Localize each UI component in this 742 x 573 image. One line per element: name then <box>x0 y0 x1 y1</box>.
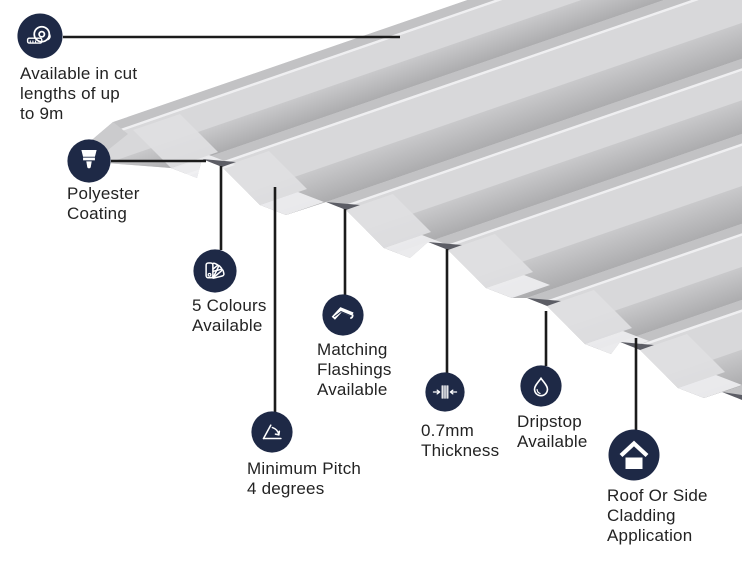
edge-valley-strips <box>171 155 742 398</box>
label-line: Flashings <box>317 360 392 379</box>
house-icon <box>608 429 660 481</box>
feature-label: Available in cut lengths of up to 9m <box>20 64 137 124</box>
label-line: Available <box>517 432 588 451</box>
paintbrush-icon <box>67 139 111 183</box>
label-line: Coating <box>67 204 127 223</box>
feature-label: 0.7mm Thickness <box>421 421 499 461</box>
callout-lines <box>63 35 638 430</box>
feature-label: 5 Colours Available <box>192 296 267 336</box>
feature-label: Matching Flashings Available <box>317 340 392 400</box>
flashing-icon <box>322 294 364 336</box>
label-line: Roof Or Side <box>607 486 708 505</box>
label-line: Available <box>317 380 388 399</box>
label-line: Minimum Pitch <box>247 459 362 478</box>
label-line: 4 degrees <box>247 479 325 498</box>
feature-label: Dripstop Available <box>517 412 587 452</box>
label-line: to 9m <box>20 104 64 123</box>
label-line: Dripstop <box>517 412 582 431</box>
label-line: Polyester <box>67 184 140 203</box>
feature-label: Polyester Coating <box>67 184 140 224</box>
feature-label: Roof Or Side Cladding Application <box>607 486 708 546</box>
colour-fan-icon <box>193 249 237 293</box>
tape-measure-icon <box>17 13 63 59</box>
edge-web-faces <box>133 114 725 388</box>
label-line: Cladding <box>607 506 676 525</box>
pitch-angle-icon <box>251 411 293 453</box>
label-line: Application <box>607 526 693 545</box>
label-line: Available <box>192 316 263 335</box>
label-line: Thickness <box>421 441 500 460</box>
label-line: 5 Colours <box>192 296 267 315</box>
label-line: 0.7mm <box>421 421 474 440</box>
feature-label: Minimum Pitch 4 degrees <box>247 459 361 499</box>
thickness-icon <box>425 372 465 412</box>
label-line: lengths of up <box>20 84 120 103</box>
water-drop-icon <box>520 365 562 407</box>
label-line: Matching <box>317 340 388 359</box>
label-line: Available in cut <box>20 64 138 83</box>
